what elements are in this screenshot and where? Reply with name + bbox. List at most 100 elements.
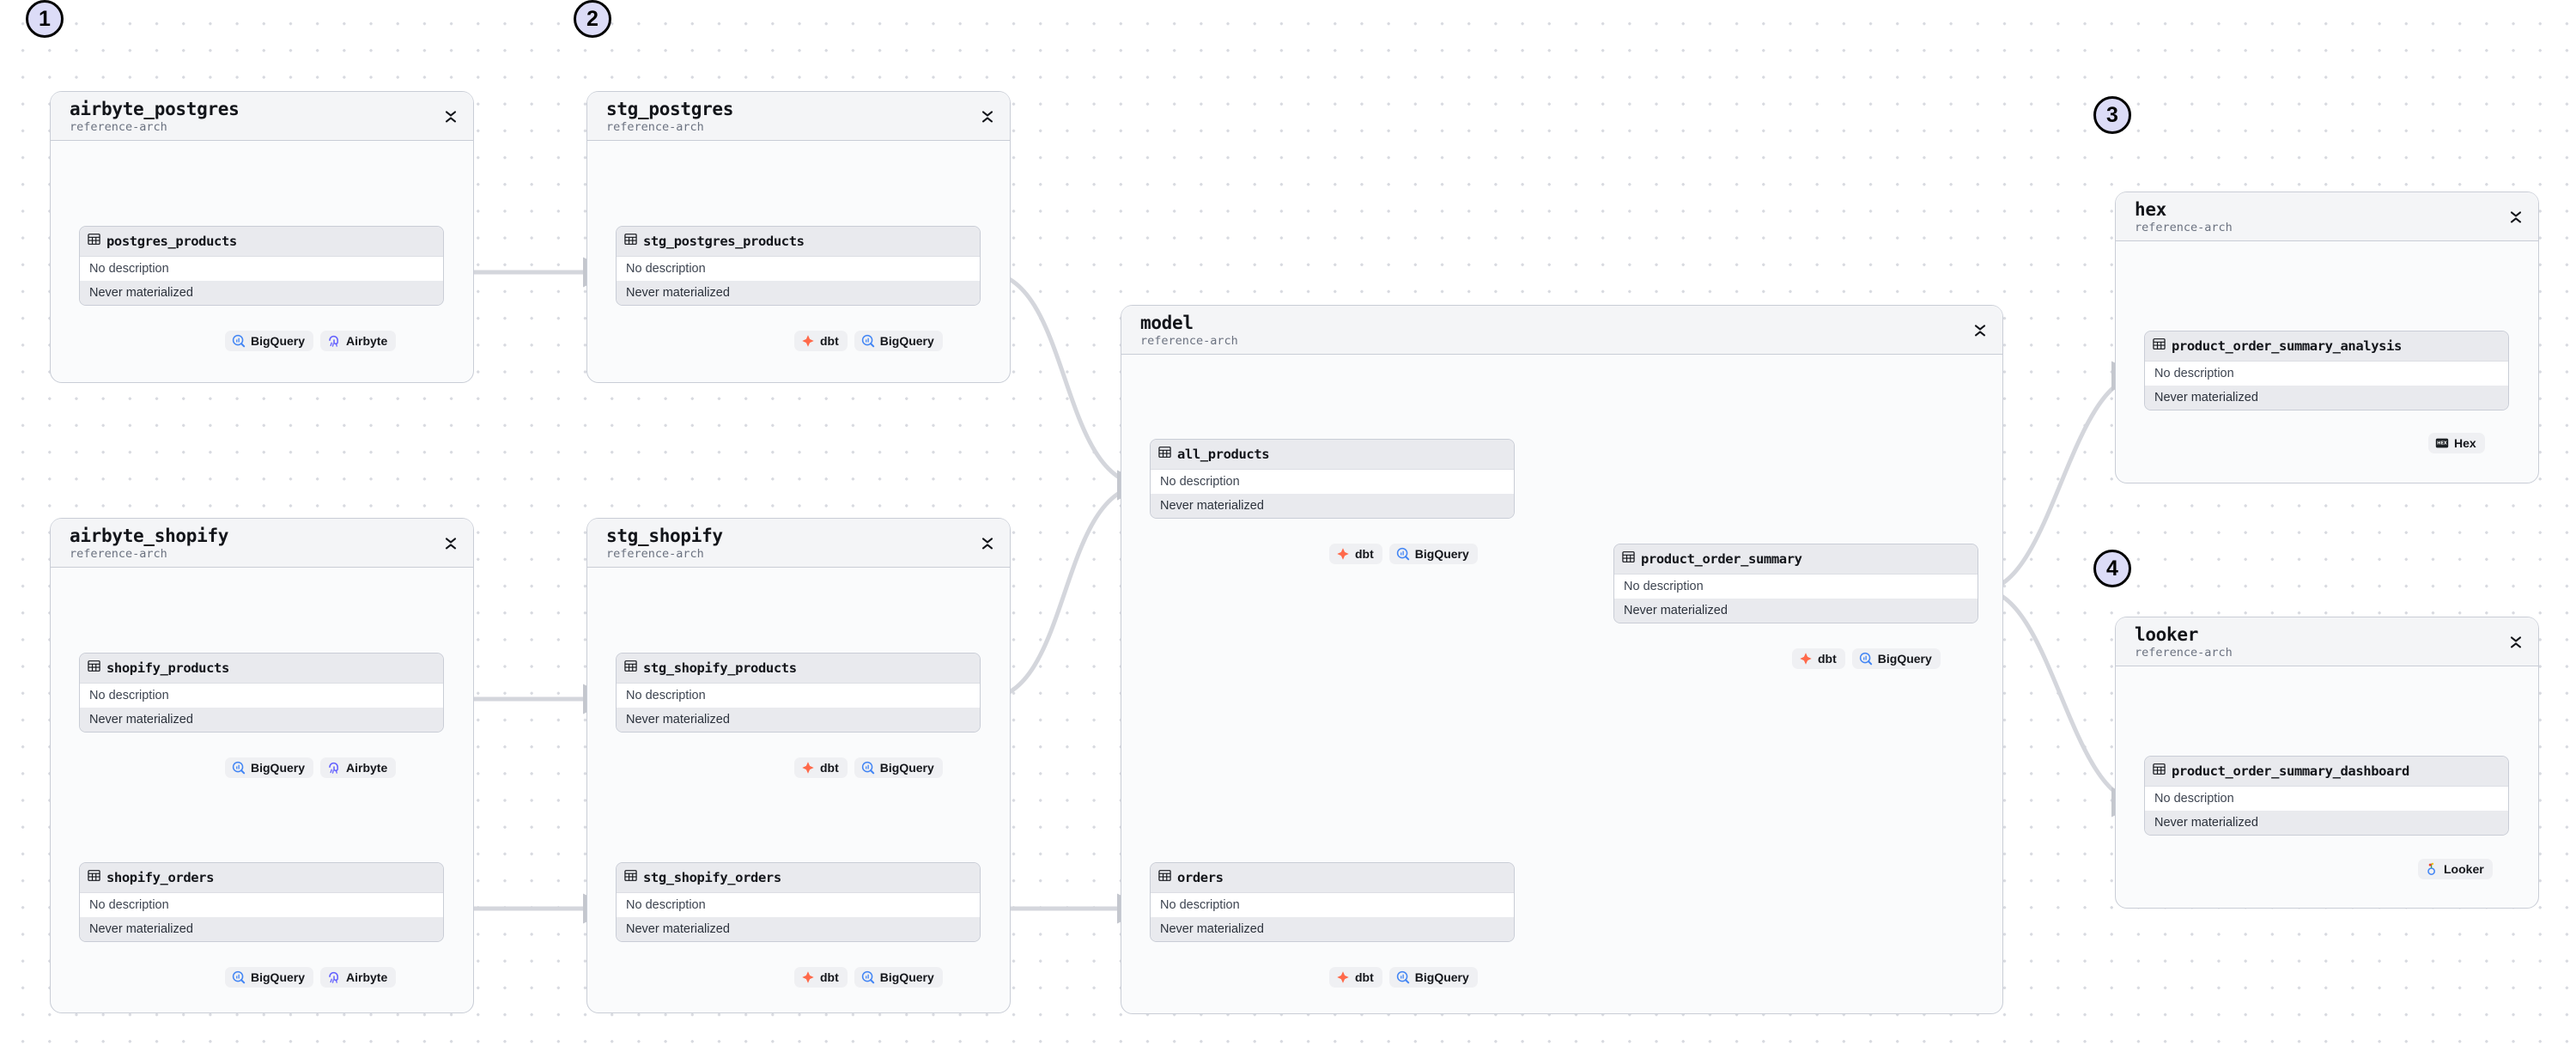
tag-bigquery[interactable]: BigQuery (225, 331, 314, 351)
airbyte-icon (329, 971, 338, 983)
collapse-chevrons-icon[interactable] (2509, 635, 2523, 650)
collapse-chevrons-icon[interactable] (981, 109, 994, 125)
tag-dbt[interactable]: dbt (794, 757, 848, 778)
step-badge-1: 1 (26, 0, 64, 38)
tag-label: BigQuery (879, 761, 934, 775)
dbt-icon (801, 334, 815, 348)
bigquery-icon (232, 334, 246, 348)
table-grid-icon (1158, 869, 1171, 886)
group-subtitle-model: reference-arch (1140, 334, 1238, 348)
collapse-chevrons-icon[interactable] (981, 536, 994, 551)
tag-airbyte[interactable]: Airbyte (320, 331, 397, 351)
tag-row-stg_shopify_orders: dbt BigQuery (794, 967, 943, 988)
asset-description: No description (80, 684, 443, 708)
tag-bigquery[interactable]: BigQuery (1851, 648, 1941, 669)
tag-looker[interactable]: Looker (2418, 859, 2493, 879)
tag-bigquery[interactable]: BigQuery (1388, 967, 1478, 988)
tag-label: BigQuery (879, 334, 934, 348)
bigquery-icon (1859, 652, 1873, 666)
group-title-airbyte_shopify: airbyte_shopify (70, 526, 229, 546)
tag-bigquery[interactable]: BigQuery (854, 757, 943, 778)
table-grid-icon (624, 660, 637, 672)
group-title-looker: looker (2135, 624, 2199, 645)
collapse-chevrons-icon[interactable] (444, 536, 458, 551)
group-subtitle-looker: reference-arch (2135, 646, 2233, 660)
table-grid-icon (88, 660, 100, 672)
tag-dbt[interactable]: dbt (1792, 648, 1845, 669)
tag-dbt[interactable]: dbt (1329, 544, 1382, 564)
dbt-icon (1800, 653, 1812, 665)
dbt-icon (1337, 971, 1349, 983)
tag-dbt[interactable]: dbt (794, 331, 848, 351)
table-grid-icon (1158, 870, 1171, 881)
asset-node-title: shopify_products (106, 660, 229, 676)
table-grid-icon (88, 869, 100, 886)
table-grid-icon (624, 233, 637, 250)
group-title-airbyte_postgres: airbyte_postgres (70, 99, 240, 119)
dbt-icon (801, 761, 815, 775)
table-grid-icon (2153, 338, 2166, 350)
tag-airbyte[interactable]: Airbyte (320, 757, 397, 778)
asset-materialization: Never materialized (2145, 386, 2508, 410)
asset-node-header: orders (1151, 863, 1514, 893)
tag-bigquery[interactable]: BigQuery (1388, 544, 1478, 564)
group-title-hex: hex (2135, 199, 2167, 220)
asset-node-title: product_order_summary (1641, 551, 1802, 567)
tag-label: BigQuery (251, 761, 306, 775)
airbyte-icon (329, 762, 338, 774)
group-subtitle-stg_postgres: reference-arch (606, 120, 704, 134)
tag-airbyte[interactable]: Airbyte (320, 967, 397, 988)
tag-label: BigQuery (1877, 652, 1932, 666)
tag-bigquery[interactable]: BigQuery (225, 967, 314, 988)
table-grid-icon (2153, 763, 2166, 780)
tag-bigquery[interactable]: BigQuery (854, 331, 943, 351)
collapse-chevrons-icon[interactable] (2509, 210, 2523, 225)
asset-materialization: Never materialized (80, 281, 443, 305)
tag-dbt[interactable]: dbt (1329, 967, 1382, 988)
tag-bigquery[interactable]: BigQuery (854, 967, 943, 988)
tag-bigquery[interactable]: BigQuery (225, 757, 314, 778)
collapse-chevrons-icon[interactable] (1973, 323, 1987, 338)
table-grid-icon (88, 870, 100, 881)
asset-node-title: stg_postgres_products (643, 234, 805, 249)
tag-label: Looker (2444, 862, 2484, 876)
table-grid-icon (624, 660, 637, 677)
asset-node-title: shopify_orders (106, 870, 215, 885)
table-grid-icon (624, 869, 637, 886)
tag-label: Airbyte (346, 761, 388, 775)
tag-dbt[interactable]: dbt (794, 967, 848, 988)
group-subtitle-airbyte_postgres: reference-arch (70, 120, 167, 134)
collapse-chevrons-icon[interactable] (444, 109, 458, 125)
asset-node-header: stg_shopify_products (617, 654, 980, 684)
asset-node-header: shopify_products (80, 654, 443, 684)
group-subtitle-hex: reference-arch (2135, 221, 2233, 234)
asset-node-title: stg_shopify_orders (643, 870, 781, 885)
tag-label: dbt (820, 970, 839, 984)
group-subtitle-airbyte_shopify: reference-arch (70, 547, 167, 561)
airbyte-icon (327, 334, 341, 348)
asset-node-title: orders (1177, 870, 1224, 885)
tag-row-product_order_summary_dashboard: Looker (2418, 859, 2493, 879)
airbyte-icon (327, 761, 341, 775)
table-grid-icon (2153, 337, 2166, 355)
asset-description: No description (80, 893, 443, 917)
asset-materialization: Never materialized (80, 708, 443, 732)
table-grid-icon (624, 234, 637, 245)
bigquery-icon (861, 334, 875, 348)
bigquery-icon (1396, 970, 1410, 984)
